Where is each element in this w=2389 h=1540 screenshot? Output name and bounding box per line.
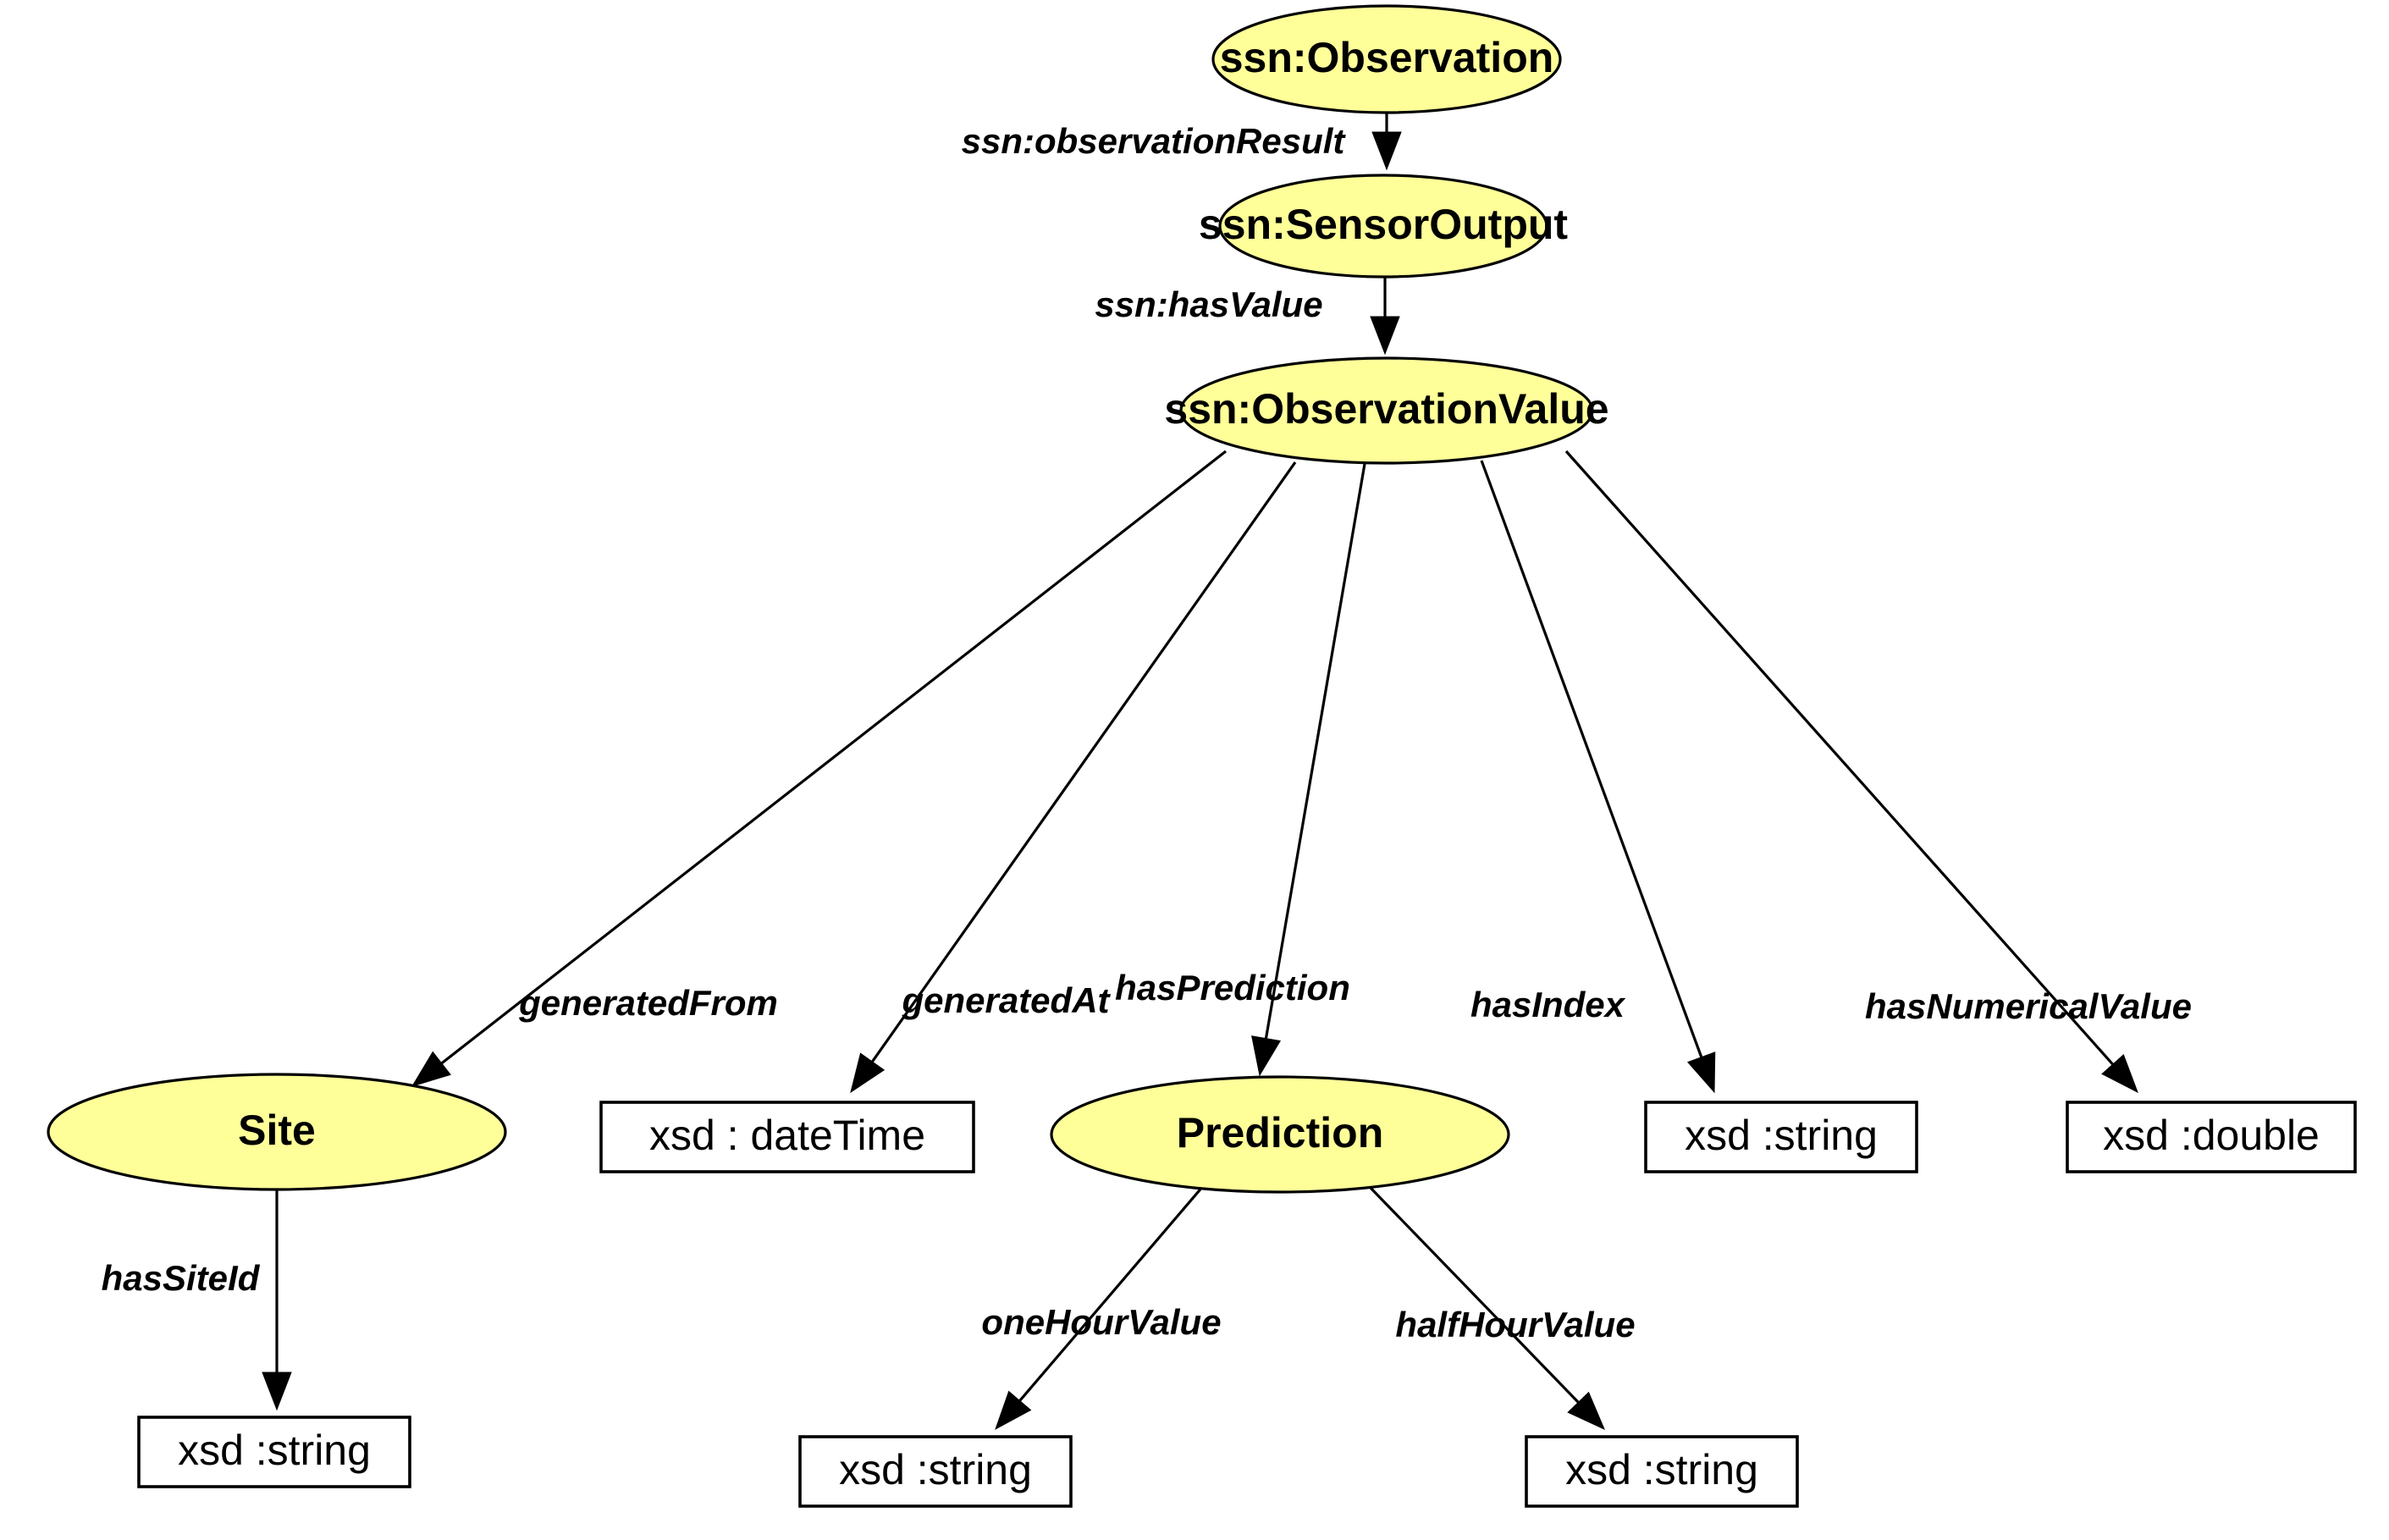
edge-arrowhead (1567, 1391, 1605, 1430)
graph-node-xsd-string-onehour[interactable]: xsd :string (798, 1435, 1073, 1508)
graph-edge (1480, 460, 1716, 1094)
edge-label-e-generatedat: generatedAt (901, 980, 1111, 1020)
edge-label-e-onehourvalue: oneHourValue (981, 1302, 1221, 1342)
edge-arrowhead (2101, 1053, 2138, 1094)
edge-label-e-hasvalue: ssn:hasValue (1095, 284, 1322, 324)
graph-node-xsd-string-index[interactable]: xsd :string (1644, 1101, 1918, 1173)
graph-node-observation[interactable]: ssn:Observation (1211, 4, 1562, 114)
node-label: xsd :string (839, 1446, 1032, 1493)
nodes-layer: ssn:Observation ssn:SensorOutput ssn:Obser… (47, 4, 2357, 1508)
node-label: xsd : dateTime (649, 1112, 925, 1159)
node-label: ssn:Observation (1220, 34, 1554, 81)
graph-node-prediction[interactable]: Prediction (1050, 1075, 1510, 1194)
node-ellipse-shape (1050, 1075, 1510, 1194)
edge-arrowhead (411, 1051, 451, 1087)
graph-node-xsd-string-halfhour[interactable]: xsd :string (1525, 1435, 1799, 1508)
edges-layer (262, 113, 2138, 1431)
edge-labels-layer: ssn:observationResult ssn:hasValue generat… (102, 121, 2192, 1344)
edge-label-e-observationresult: ssn:observationResult (962, 121, 1347, 161)
node-label: Prediction (1177, 1109, 1383, 1156)
graph-edge (411, 450, 1227, 1087)
edge-label-e-hassiteid: hasSiteId (102, 1258, 261, 1298)
graph-node-sensoroutput[interactable]: ssn:SensorOutput (1199, 174, 1568, 279)
edge-line (1564, 450, 2117, 1069)
edge-label-e-generatedfrom: generatedFrom (518, 983, 778, 1023)
edge-line (1263, 463, 1366, 1044)
graph-node-xsd-double[interactable]: xsd :double (2066, 1101, 2357, 1173)
edge-label-e-hasindex: hasIndex (1470, 985, 1626, 1024)
graph-node-site[interactable]: Site (47, 1073, 507, 1191)
node-ellipse-shape (1211, 4, 1562, 114)
node-label: xsd :string (1685, 1112, 1878, 1159)
graph-edge (1251, 463, 1366, 1077)
edge-arrowhead (262, 1372, 292, 1411)
edge-line (1480, 460, 1705, 1063)
edge-arrowhead (1371, 131, 1402, 171)
node-label: ssn:SensorOutput (1199, 201, 1568, 248)
graph-edge (850, 461, 1297, 1094)
edge-label-e-halfhourvalue: halfHourValue (1395, 1305, 1635, 1344)
graph-edge (1371, 113, 1402, 171)
node-rect-shape (137, 1416, 411, 1488)
node-label: Site (238, 1107, 316, 1154)
edge-arrowhead (1686, 1052, 1716, 1094)
edge-arrowhead (850, 1052, 886, 1094)
graph-edge (1370, 277, 1400, 356)
node-ellipse-shape (1179, 356, 1594, 465)
edge-line (868, 461, 1297, 1067)
node-rect-shape (2066, 1101, 2357, 1173)
edge-arrowhead (1370, 316, 1400, 356)
graph-edge (1564, 450, 2138, 1094)
node-ellipse-shape (47, 1073, 507, 1191)
edge-line (1015, 1184, 1206, 1406)
node-rect-shape (1525, 1435, 1799, 1508)
graph-node-observationvalue[interactable]: ssn:ObservationValue (1164, 356, 1609, 465)
graph-node-xsd-datetime[interactable]: xsd : dateTime (599, 1101, 975, 1173)
graph-edge (262, 1189, 292, 1411)
node-ellipse-shape (1218, 174, 1548, 279)
node-label: xsd :string (178, 1427, 371, 1474)
node-rect-shape (798, 1435, 1073, 1508)
node-rect-shape (1644, 1101, 1918, 1173)
graph-node-xsd-string-siteid[interactable]: xsd :string (137, 1416, 411, 1488)
graph-edge (995, 1184, 1206, 1431)
edge-label-e-hasprediction: hasPrediction (1115, 968, 1350, 1007)
edge-line (436, 450, 1227, 1068)
node-label: xsd :double (2103, 1112, 2320, 1159)
edge-arrowhead (1251, 1035, 1282, 1077)
graph-edge (1366, 1184, 1605, 1430)
edge-label-e-hasnumericalvalue: hasNumericalValue (1865, 986, 2192, 1026)
node-label: ssn:ObservationValue (1164, 385, 1608, 433)
node-label: xsd :string (1565, 1446, 1758, 1493)
node-rect-shape (599, 1101, 975, 1173)
edge-line (1366, 1184, 1583, 1407)
edge-arrowhead (995, 1390, 1032, 1431)
